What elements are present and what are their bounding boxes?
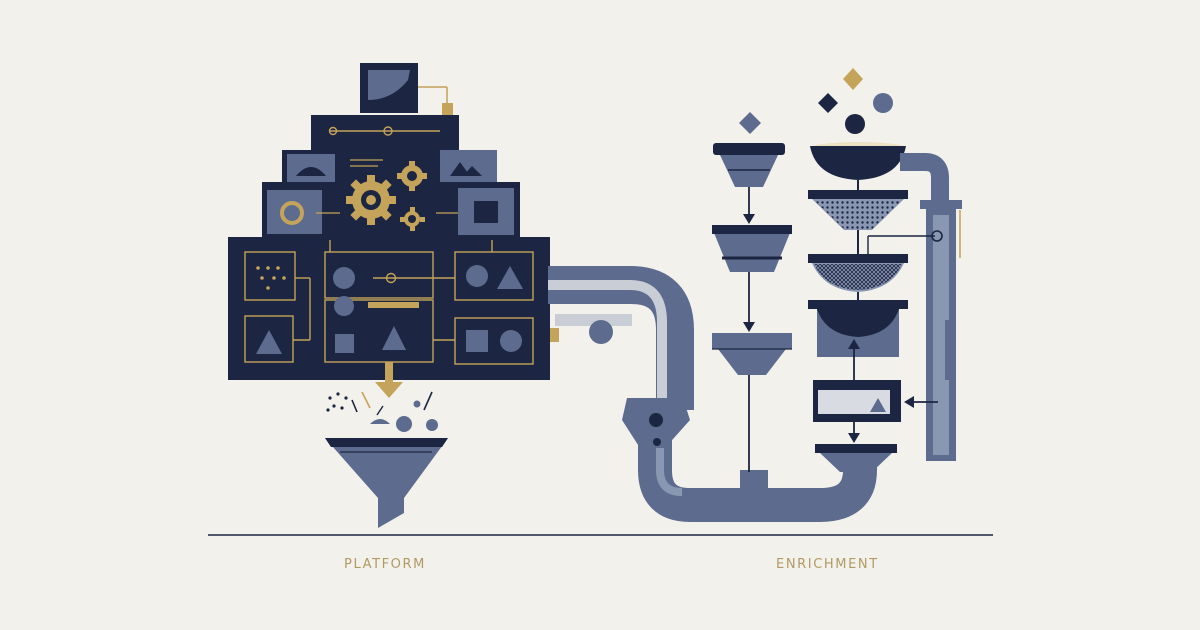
platform-funnel	[325, 438, 448, 528]
gear-small-icon	[397, 161, 427, 191]
enrichment-caption: ENRICHMENT	[776, 557, 879, 572]
enrichment-left-column	[712, 112, 792, 472]
connecting-pipe	[548, 266, 877, 522]
gear-tiny-icon	[400, 207, 425, 231]
platform-block	[228, 63, 559, 380]
platform-caption: PLATFORM	[344, 557, 426, 572]
enrichment-right-column	[808, 68, 908, 472]
platform-output	[326, 362, 438, 432]
enrichment-side-tower	[867, 153, 962, 461]
gear-large-icon	[346, 175, 396, 225]
